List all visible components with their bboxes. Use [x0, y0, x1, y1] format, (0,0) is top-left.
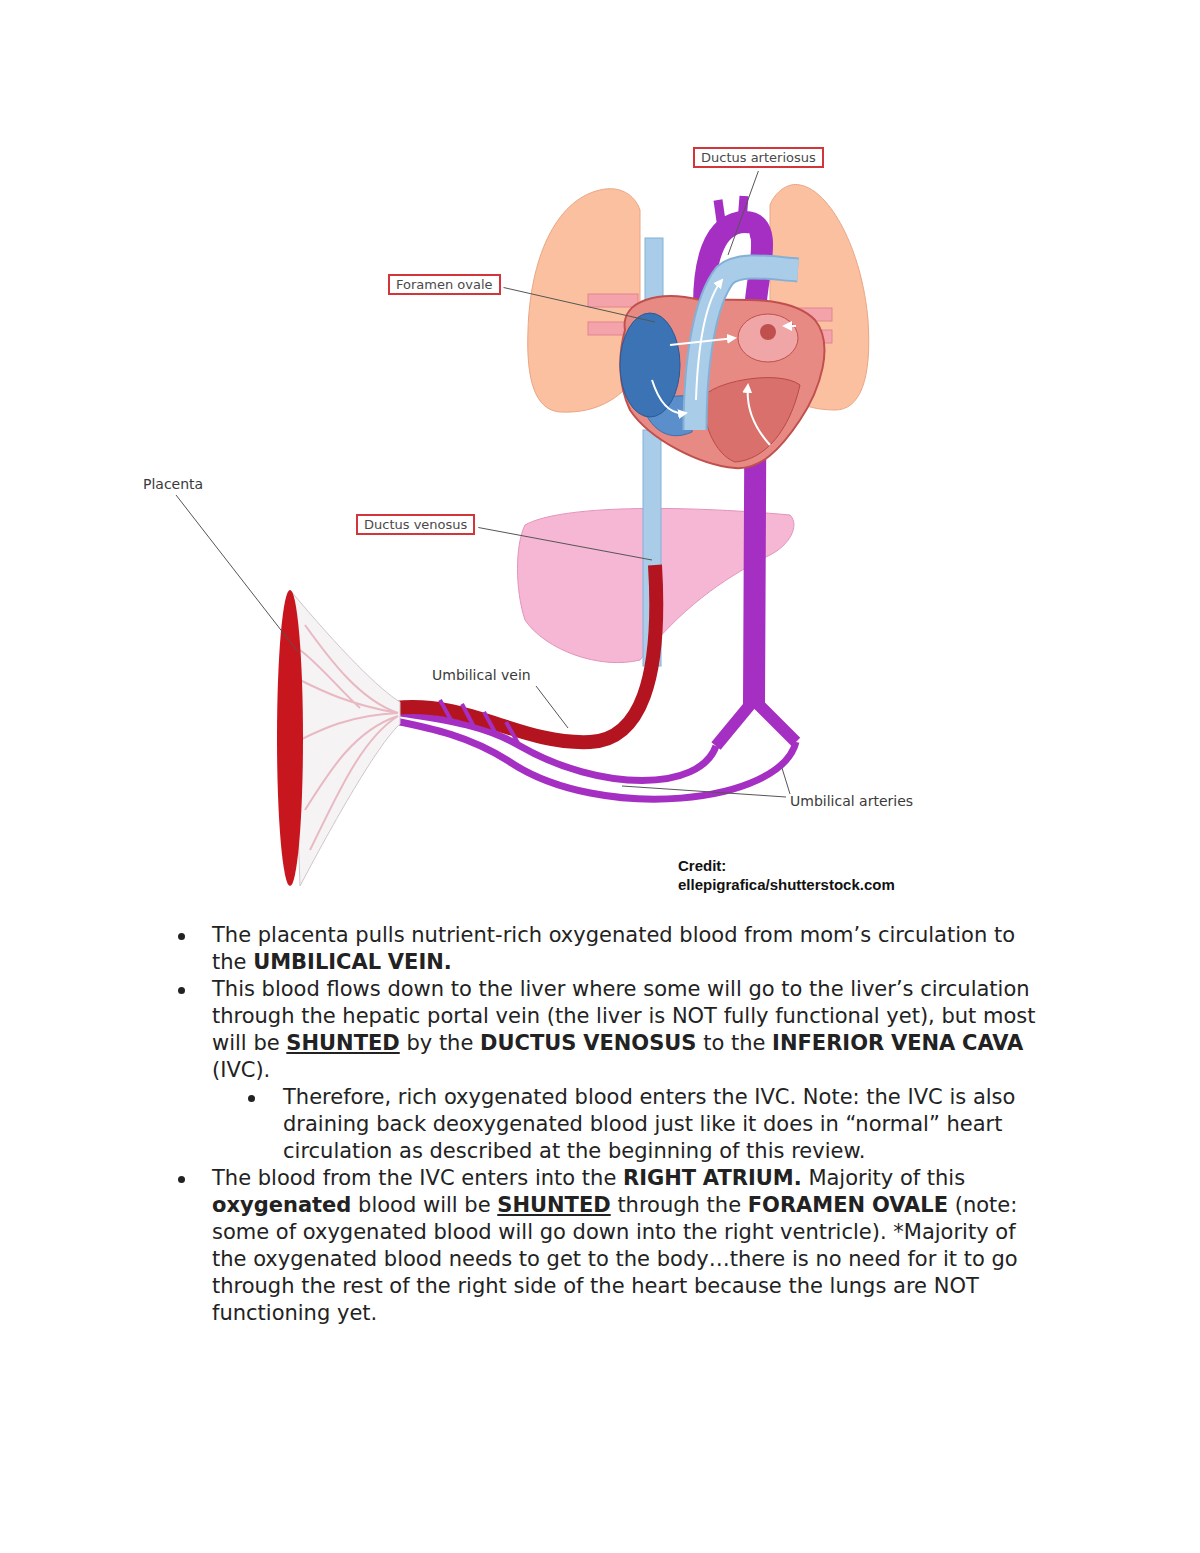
pulmonary-trunk: [695, 267, 798, 430]
leader-line: [536, 686, 568, 728]
pulmonary-trunk-outline: [695, 267, 798, 430]
leader-line: [622, 786, 786, 797]
leader-line: [728, 171, 758, 255]
part-name: Foramen ovale: [396, 277, 493, 292]
cord-twist: [440, 700, 518, 743]
left-atrium: [738, 314, 798, 362]
note-text: This blood flows down to the liver where…: [212, 976, 1055, 1084]
note-text: Therefore, rich oxygenated blood enters …: [283, 1084, 1055, 1165]
left-ventricle: [704, 378, 800, 462]
note-text: The blood from the IVC enters into the R…: [212, 1165, 1055, 1327]
flow-arrow: [728, 236, 750, 244]
part-label-box: Ductus venosus: [356, 514, 475, 535]
leader-line: [478, 528, 652, 561]
credit-source: ellepigrafica/shutterstock.com: [678, 876, 895, 893]
flow-arrow: [748, 385, 770, 445]
flow-arrow: [784, 325, 796, 327]
part-label: Umbilical arteries: [790, 793, 913, 809]
bullet-item: The placenta pulls nutrient-rich oxygena…: [212, 922, 1055, 976]
placental-vessels: [300, 625, 398, 850]
heart: [620, 296, 824, 468]
leader-line: [176, 495, 298, 652]
iliac-artery: [716, 700, 796, 746]
flow-arrow: [670, 338, 735, 345]
credit-heading: Credit:: [678, 857, 726, 874]
part-label: Umbilical vein: [432, 667, 531, 683]
leader-line: [504, 288, 655, 323]
bullet-dot: [178, 1176, 185, 1183]
part-label-box: Foramen ovale: [388, 274, 501, 295]
pulmonary-vein: [588, 294, 638, 307]
note-text: The placenta pulls nutrient-rich oxygena…: [212, 922, 1055, 976]
right-atrium: [620, 313, 680, 417]
placenta-rim: [277, 590, 303, 886]
heart-valve: [760, 324, 776, 340]
leader-line: [782, 768, 790, 794]
bullet-item: This blood flows down to the liver where…: [212, 976, 1055, 1084]
part-label-box: Ductus arteriosus: [693, 147, 824, 168]
bullet-item: Therefore, rich oxygenated blood enters …: [283, 1084, 1055, 1165]
flow-arrow: [652, 380, 686, 413]
bullet-dot: [178, 933, 185, 940]
umbilical-artery: [395, 721, 796, 799]
part-label: Placenta: [143, 476, 203, 492]
placenta-body: [290, 590, 400, 886]
bullet-dot: [178, 987, 185, 994]
umbilical-vein: [395, 565, 656, 742]
leader-lines: [478, 171, 758, 560]
part-name: Ductus venosus: [364, 517, 467, 532]
aortic-branch: [718, 196, 744, 228]
notes-list: The placenta pulls nutrient-rich oxygena…: [0, 922, 1200, 1327]
bullet-dot: [248, 1095, 255, 1102]
bullet-item: The blood from the IVC enters into the R…: [212, 1165, 1055, 1327]
part-name: Ductus arteriosus: [701, 150, 816, 165]
